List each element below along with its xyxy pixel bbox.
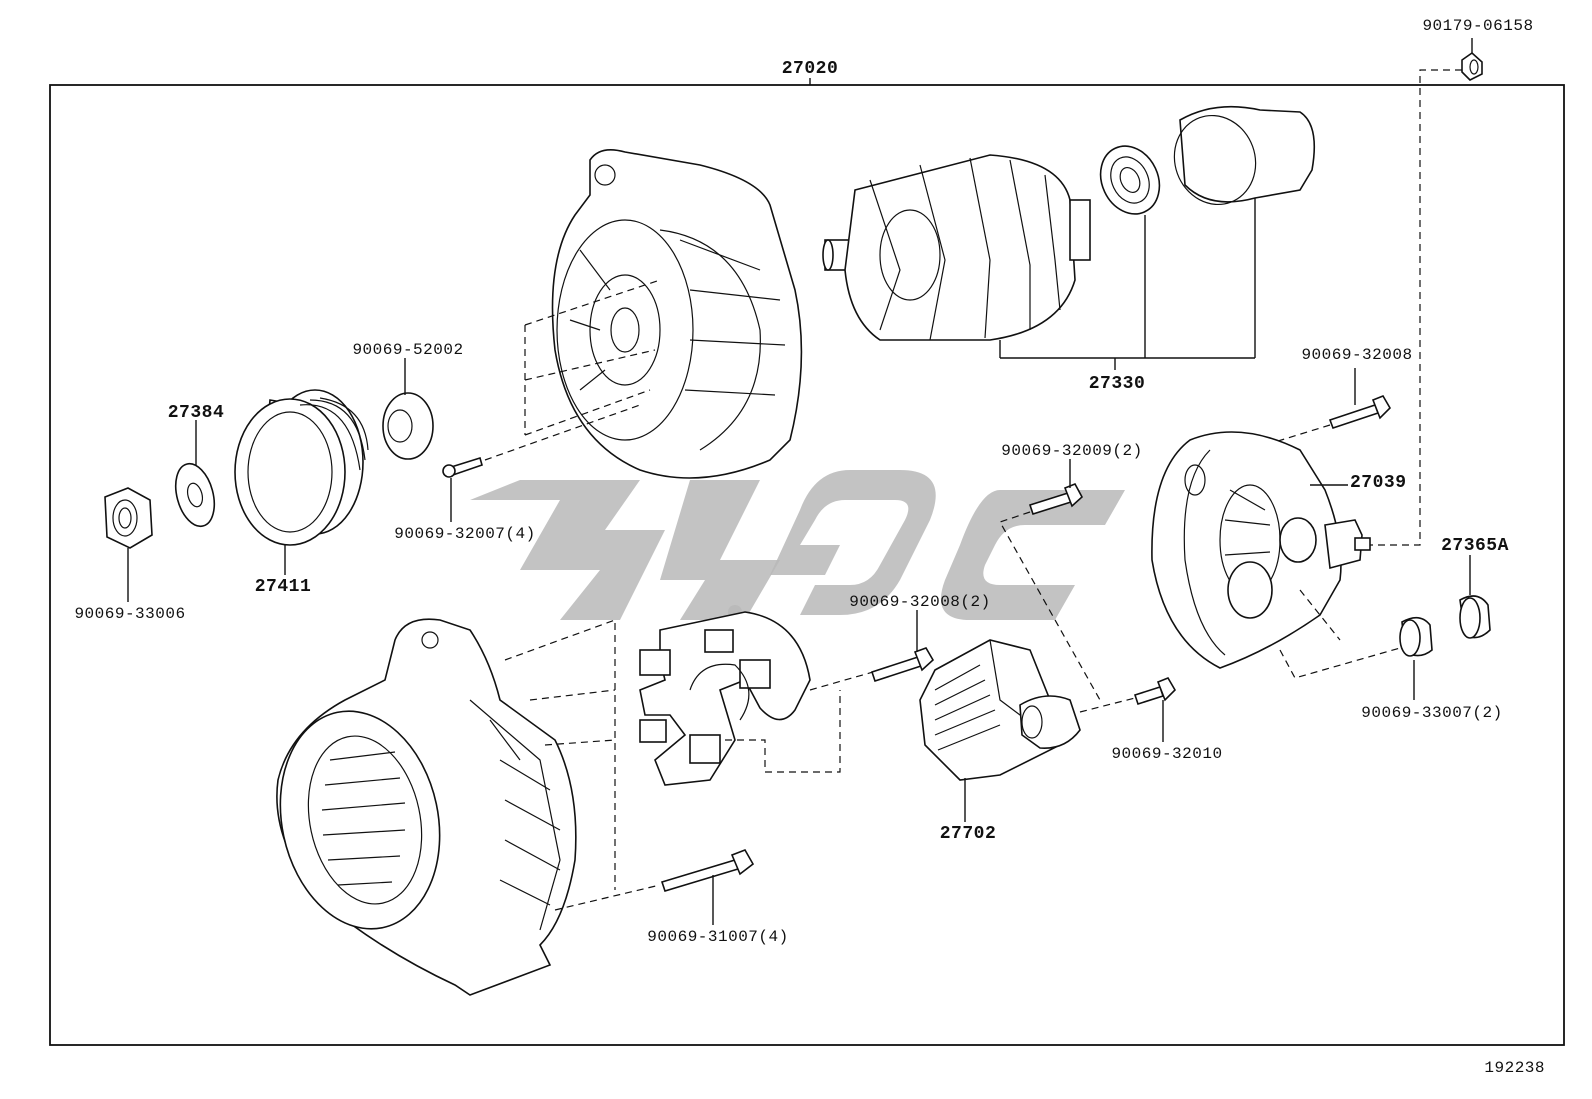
bolt-32008-top-part[interactable]	[1328, 368, 1392, 430]
drive-end-frame-part[interactable]	[551, 149, 803, 479]
pulley-part[interactable]	[234, 389, 369, 575]
part-label-27702[interactable]: 27702	[940, 824, 997, 844]
figure-id: 192238	[1484, 1059, 1545, 1077]
part-label-90069-32009[interactable]: 90069-32009(2)	[1001, 442, 1142, 460]
part-label-90069-32007[interactable]: 90069-32007(4)	[394, 525, 535, 543]
bolt-31007-part[interactable]	[660, 849, 755, 925]
assembly-frame	[49, 84, 1565, 1046]
part-label-90069-33007[interactable]: 90069-33007(2)	[1361, 704, 1502, 722]
assembly-label[interactable]: 27020	[782, 59, 839, 79]
part-label-27411[interactable]: 27411	[255, 577, 312, 597]
voltage-regulator-part[interactable]	[919, 639, 1081, 822]
part-label-90069-32010[interactable]: 90069-32010	[1111, 745, 1222, 763]
rectifier-end-frame-part[interactable]	[1151, 431, 1371, 669]
terminal-cap-part[interactable]	[1459, 555, 1491, 639]
part-label-90069-31007[interactable]: 90069-31007(4)	[647, 928, 788, 946]
hex-nut-part[interactable]	[104, 487, 153, 602]
part-label-90069-33006[interactable]: 90069-33006	[74, 605, 185, 623]
stator-housing-part[interactable]	[261, 618, 577, 996]
washer-part[interactable]	[169, 420, 220, 531]
bolt-32009-part[interactable]	[1028, 459, 1084, 515]
part-label-27384[interactable]: 27384	[168, 403, 225, 423]
spacer-collar-part[interactable]	[382, 358, 434, 460]
terminal-nut-part[interactable]	[1461, 38, 1483, 81]
part-label-90069-32008-mid[interactable]: 90069-32008(2)	[849, 593, 990, 611]
part-label-90179-06158[interactable]: 90179-06158	[1422, 17, 1533, 35]
part-label-27039[interactable]: 27039	[1350, 473, 1407, 493]
part-label-90069-32008-top[interactable]: 90069-32008	[1301, 346, 1412, 364]
brush-holder-part[interactable]	[639, 611, 811, 786]
bolt-32010-part[interactable]	[1133, 677, 1177, 742]
watermark-logo	[470, 470, 1125, 620]
bearing-part[interactable]	[1090, 136, 1170, 358]
bolt-32008-mid-part[interactable]	[870, 610, 935, 683]
bearing-cover-part[interactable]	[1162, 104, 1316, 358]
nut-33007-part[interactable]	[1399, 616, 1433, 700]
part-label-90069-52002[interactable]: 90069-52002	[352, 341, 463, 359]
part-label-27365A[interactable]: 27365A	[1441, 536, 1509, 556]
screw-32007-part[interactable]	[442, 456, 483, 522]
part-label-27330[interactable]: 27330	[1089, 374, 1146, 394]
rotor-assembly-part[interactable]	[822, 154, 1255, 370]
